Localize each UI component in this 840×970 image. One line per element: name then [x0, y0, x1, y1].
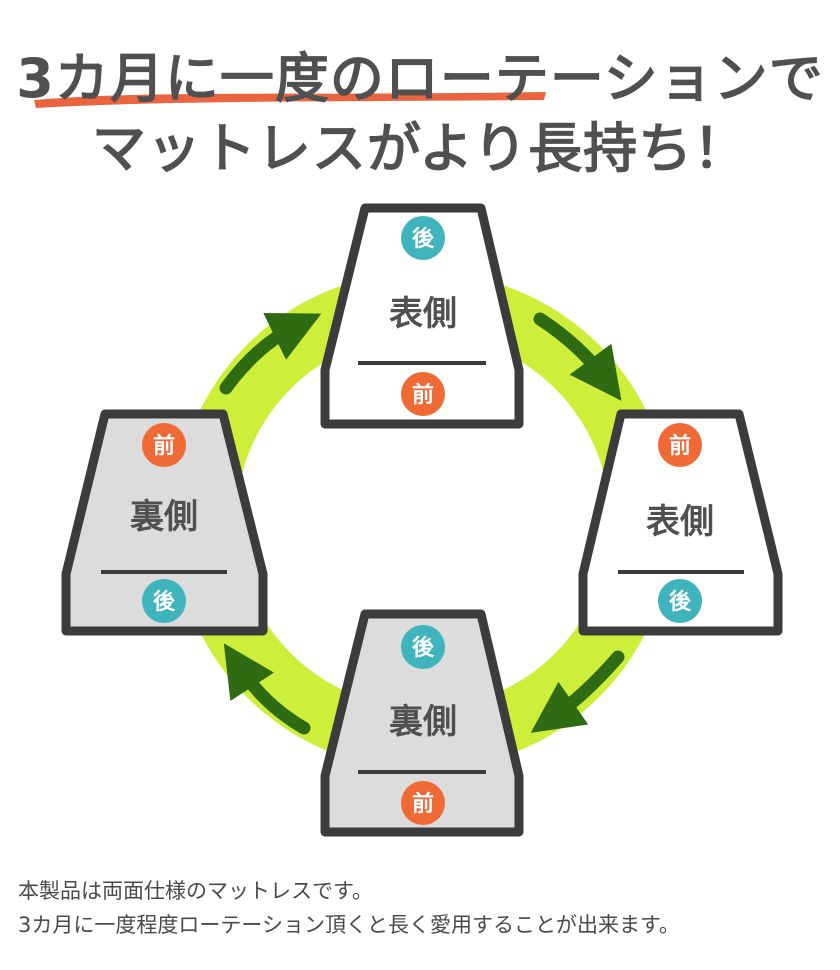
back-badge-label: 後 [412, 226, 435, 252]
front-badge [142, 423, 186, 467]
front-badge-label: 前 [412, 382, 434, 408]
front-badge-label: 前 [412, 791, 434, 817]
back-badge-label: 後 [412, 635, 435, 661]
back-badge [658, 579, 702, 623]
card-left-label: 裏側 [130, 497, 198, 537]
front-badge [401, 781, 445, 825]
arrow-bottom-right [530, 650, 625, 733]
card-bottom: 後 裏側 前 [320, 609, 524, 837]
brush-underline [34, 92, 546, 108]
caption-line-1: 本製品は両面仕様のマットレスです。 [18, 879, 373, 903]
card-right-label: 表側 [646, 502, 714, 542]
arrow-top-right [533, 312, 622, 401]
card-left: 前 裏側 後 [61, 409, 268, 636]
front-badge-label: 前 [153, 433, 175, 459]
back-badge [142, 579, 186, 623]
arrow-bottom-left [223, 643, 311, 735]
back-badge [401, 625, 445, 669]
front-badge [658, 423, 702, 467]
back-badge [401, 216, 445, 260]
back-badge-label: 後 [153, 589, 176, 615]
front-badge [401, 372, 445, 416]
headline-line-1: 3カ月に一度のローテーションで [16, 47, 824, 110]
card-top: 後 表側 前 [320, 203, 524, 429]
card-top-label: 表側 [389, 294, 457, 334]
card-bottom-label: 裏側 [389, 702, 457, 742]
card-right: 前 表側 後 [578, 409, 783, 636]
back-badge-label: 後 [669, 589, 692, 615]
arrow-top-left [219, 313, 322, 395]
headline-line-2: マットレスがより長持ち！ [91, 117, 749, 180]
front-badge-label: 前 [669, 433, 691, 459]
caption-line-2: 3カ月に一度程度ローテーション頂くと長く愛用することが出来ます。 [18, 913, 680, 937]
caption: 本製品は両面仕様のマットレスです。 3カ月に一度程度ローテーション頂くと長く愛用… [18, 874, 680, 942]
